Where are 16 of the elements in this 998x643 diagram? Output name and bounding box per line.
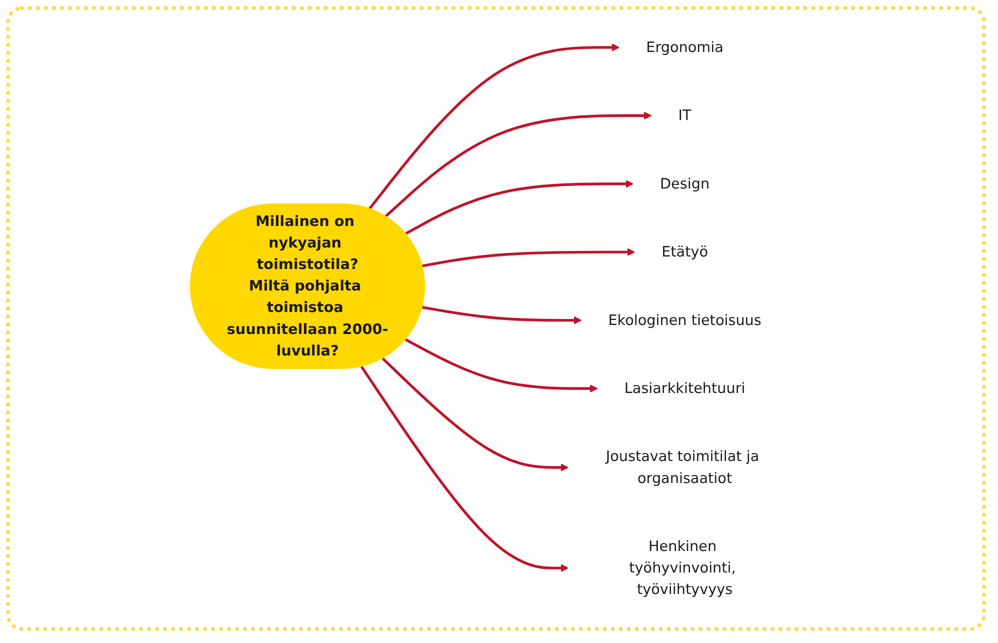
arrow: [360, 366, 568, 572]
node-text: Ekologinen tietoisuus: [608, 311, 762, 328]
arrow: [422, 306, 582, 324]
arrow: [404, 180, 634, 235]
arrow: [382, 357, 568, 472]
node-text: Lasiarkkitehtuuri: [624, 380, 746, 397]
arrow: [384, 112, 652, 218]
arrow: [404, 338, 598, 392]
node-text: Etätyö: [662, 243, 708, 260]
arrow: [422, 248, 636, 268]
arrow: [368, 43, 620, 210]
node-text: Ergonomia: [646, 38, 724, 56]
node-text: Henkinen työhyvinvointi, työviihtyvyys: [629, 538, 736, 598]
node-text: IT: [678, 106, 692, 124]
node-text: Joustavat toimitilat ja organisaatiot: [606, 448, 760, 486]
node-text: Design: [660, 174, 710, 192]
